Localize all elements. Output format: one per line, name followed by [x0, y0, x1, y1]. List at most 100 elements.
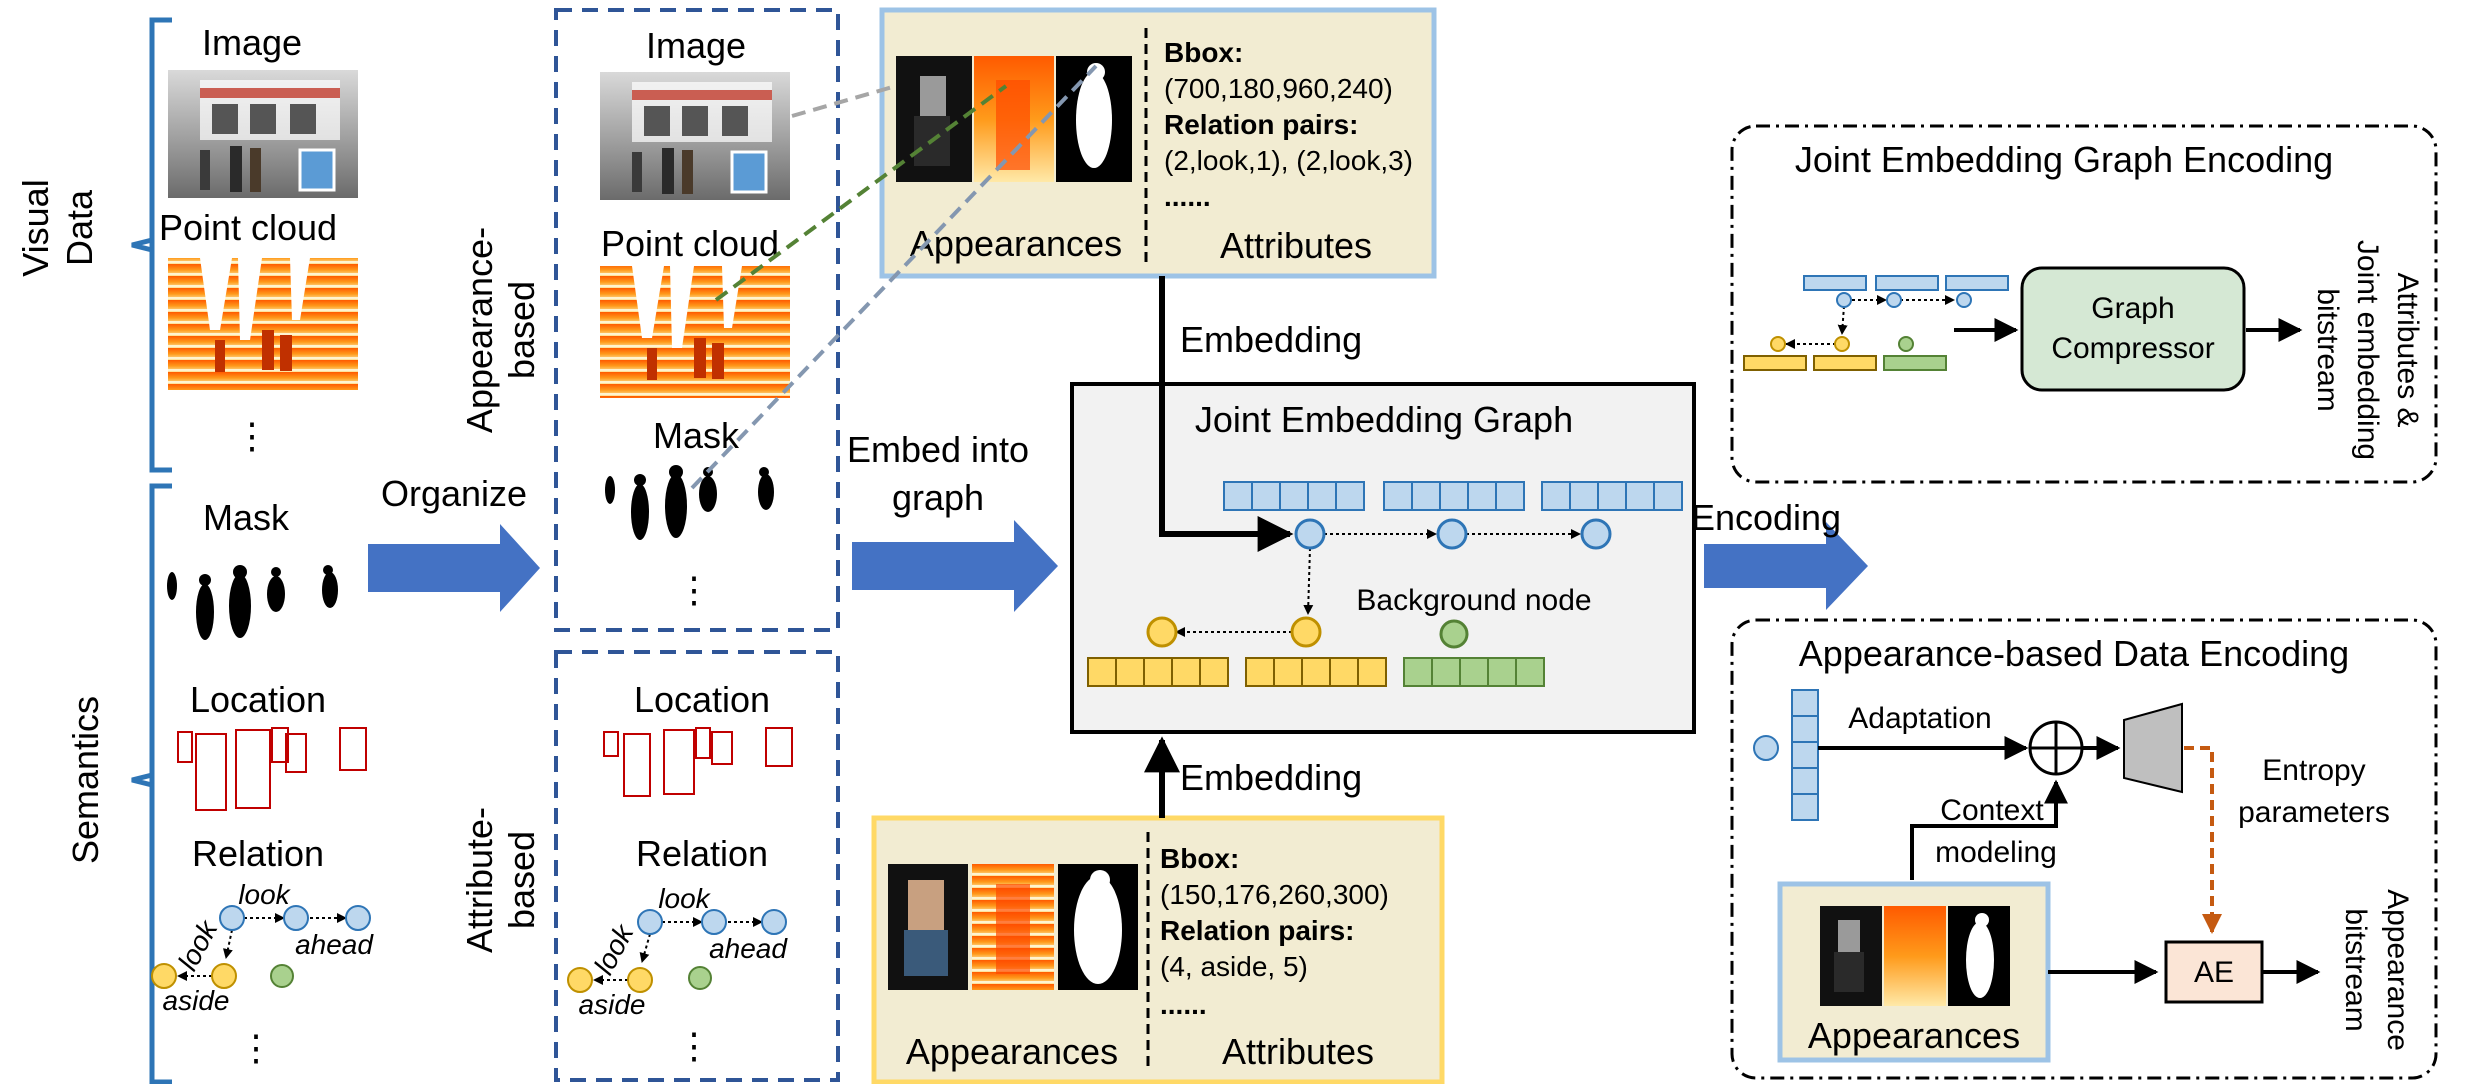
bottom-card-appearance-thumbs — [888, 864, 1138, 990]
organize-label: Organize — [381, 473, 527, 514]
context-label-2: modeling — [1935, 836, 2057, 869]
graph-background-node-label: Background node — [1356, 584, 1591, 617]
attribute-location-boxes — [603, 727, 793, 797]
attr-relation-edge-look-top: look — [658, 883, 711, 914]
graph-compressor-line1: Graph — [2091, 292, 2174, 325]
left-relation-label: Relation — [192, 833, 324, 874]
relation-node-green — [270, 964, 294, 988]
top-card-attributes: Attributes — [1220, 225, 1372, 266]
bottom-card-dots: ...... — [1160, 989, 1207, 1020]
attribute-ellipsis: ⋮ — [676, 1025, 712, 1066]
attribute-location-label: Location — [634, 679, 770, 720]
ae-label: AE — [2194, 956, 2234, 989]
appearance-based-side-2: based — [501, 281, 542, 379]
left-ellipsis-1: ⋮ — [234, 415, 270, 456]
encoding-arrow: Encoding — [1691, 497, 1868, 610]
visual-data-label-2: Data — [59, 189, 100, 266]
left-mask-silhouettes — [167, 565, 338, 640]
left-panel: Visual Data Semantics Image Point cloud … — [15, 17, 374, 1084]
appearance-encoding-node — [1753, 735, 1779, 761]
embedding-bottom-label: Embedding — [1180, 757, 1362, 798]
graph-blue-embeddings — [1223, 481, 1683, 511]
adder-node — [2028, 720, 2084, 776]
attr-relation-node-yellow-2 — [567, 967, 593, 993]
graph-node-blue-1 — [1294, 518, 1326, 550]
graph-compressor-line2: Compressor — [2051, 332, 2214, 365]
appearance-encoding-vector — [1791, 689, 1819, 821]
top-card-appearance-thumbs — [896, 56, 1132, 182]
relation-edge-ahead: ahead — [295, 929, 374, 960]
joint-encoding-mini-graph — [1743, 275, 2009, 371]
left-image-photo — [168, 70, 358, 198]
graph-yellow-embeddings — [1087, 657, 1387, 687]
bottom-card-bbox-title: Bbox: — [1160, 843, 1239, 874]
bottom-card-relation-value: (4, aside, 5) — [1160, 951, 1308, 982]
encoding-label: Encoding — [1691, 497, 1841, 538]
appearance-image-photo — [600, 72, 790, 200]
visual-data-bracket — [149, 17, 172, 473]
graph-node-green — [1439, 619, 1469, 649]
graph-node-yellow-1 — [1290, 616, 1322, 648]
top-card-bbox-title: Bbox: — [1164, 37, 1243, 68]
top-card-appearances: Appearances — [910, 223, 1122, 264]
graph-compressor-box — [2020, 266, 2246, 392]
appearance-mask-label: Mask — [653, 415, 740, 456]
bottom-card-bbox-value: (150,176,260,300) — [1160, 879, 1389, 910]
bottom-card-relation-title: Relation pairs: — [1160, 915, 1354, 946]
entropy-label-2: parameters — [2238, 796, 2390, 829]
left-relation-graph: look look ahead aside — [151, 879, 374, 1016]
attr-relation-node-green — [688, 966, 712, 990]
joint-output-line2: Joint embedding — [2351, 240, 2384, 460]
bottom-card-attributes: Attributes — [1222, 1031, 1374, 1072]
context-label-1: Context — [1940, 794, 2044, 827]
graph-node-yellow-2 — [1146, 616, 1178, 648]
left-image-label: Image — [202, 22, 302, 63]
relation-node-blue-2 — [283, 905, 309, 931]
appearance-encoding-title: Appearance-based Data Encoding — [1799, 633, 2349, 674]
graph-node-blue-3 — [1580, 518, 1612, 550]
relation-edge-look-top: look — [238, 879, 291, 910]
organize-arrow: Organize — [368, 473, 540, 612]
relation-node-blue-1 — [219, 905, 245, 931]
attr-relation-node-blue-1 — [637, 909, 663, 935]
attr-relation-edge-ahead: ahead — [709, 933, 788, 964]
embed-into-graph-line2: graph — [892, 477, 984, 518]
embed-into-graph-line1: Embed into — [847, 429, 1029, 470]
adaptation-label: Adaptation — [1848, 702, 1991, 735]
appearance-ellipsis: ⋮ — [676, 569, 712, 610]
graph-green-embedding — [1403, 657, 1545, 687]
embed-into-graph-arrow: Embed into graph — [847, 429, 1058, 612]
relation-node-yellow-1 — [211, 963, 237, 989]
left-ellipsis-2: ⋮ — [238, 1027, 274, 1068]
attribute-based-side-1: Attribute- — [459, 807, 500, 953]
left-location-boxes — [177, 727, 367, 811]
attribute-based-side-2: based — [501, 831, 542, 929]
attribute-relation-graph: look look ahead aside — [567, 883, 788, 1020]
semantics-label: Semantics — [65, 696, 106, 864]
relation-node-yellow-2 — [151, 963, 177, 989]
embedding-top-label: Embedding — [1180, 319, 1362, 360]
appearance-pointcloud-label: Point cloud — [601, 223, 779, 264]
left-mask-label: Mask — [203, 497, 290, 538]
encoding-appearances-label: Appearances — [1808, 1015, 2020, 1056]
appearance-output-line2: bitstream — [2339, 908, 2372, 1031]
appearance-encoding-panel: Appearance-based Data Encoding Adaptatio… — [1730, 618, 2438, 1080]
joint-encoding-panel: Joint Embedding Graph Encoding Graph Com… — [1730, 124, 2438, 484]
visual-data-label-1: Visual — [15, 179, 56, 276]
attr-relation-edge-aside: aside — [579, 989, 646, 1020]
joint-output-line1: Attributes & — [2391, 272, 2424, 427]
attribute-relation-label: Relation — [636, 833, 768, 874]
joint-output-line3: bitstream — [2311, 288, 2344, 411]
appearance-based-box: Appearance- based Image Point cloud Mask — [459, 8, 840, 632]
top-card: Bbox: (700,180,960,240) Relation pairs: … — [879, 7, 1437, 279]
appearance-pointcloud-image — [600, 266, 790, 398]
graph-title: Joint Embedding Graph — [1195, 399, 1573, 440]
attribute-based-box: Attribute- based Location Relation look … — [459, 650, 840, 1082]
graph-node-blue-2 — [1436, 518, 1468, 550]
entropy-label-1: Entropy — [2262, 754, 2365, 787]
encoding-appearances-thumbs — [1820, 906, 2010, 1006]
relation-edge-aside: aside — [163, 985, 230, 1016]
bottom-card-appearances: Appearances — [906, 1031, 1118, 1072]
joint-encoding-title: Joint Embedding Graph Encoding — [1795, 139, 2333, 180]
